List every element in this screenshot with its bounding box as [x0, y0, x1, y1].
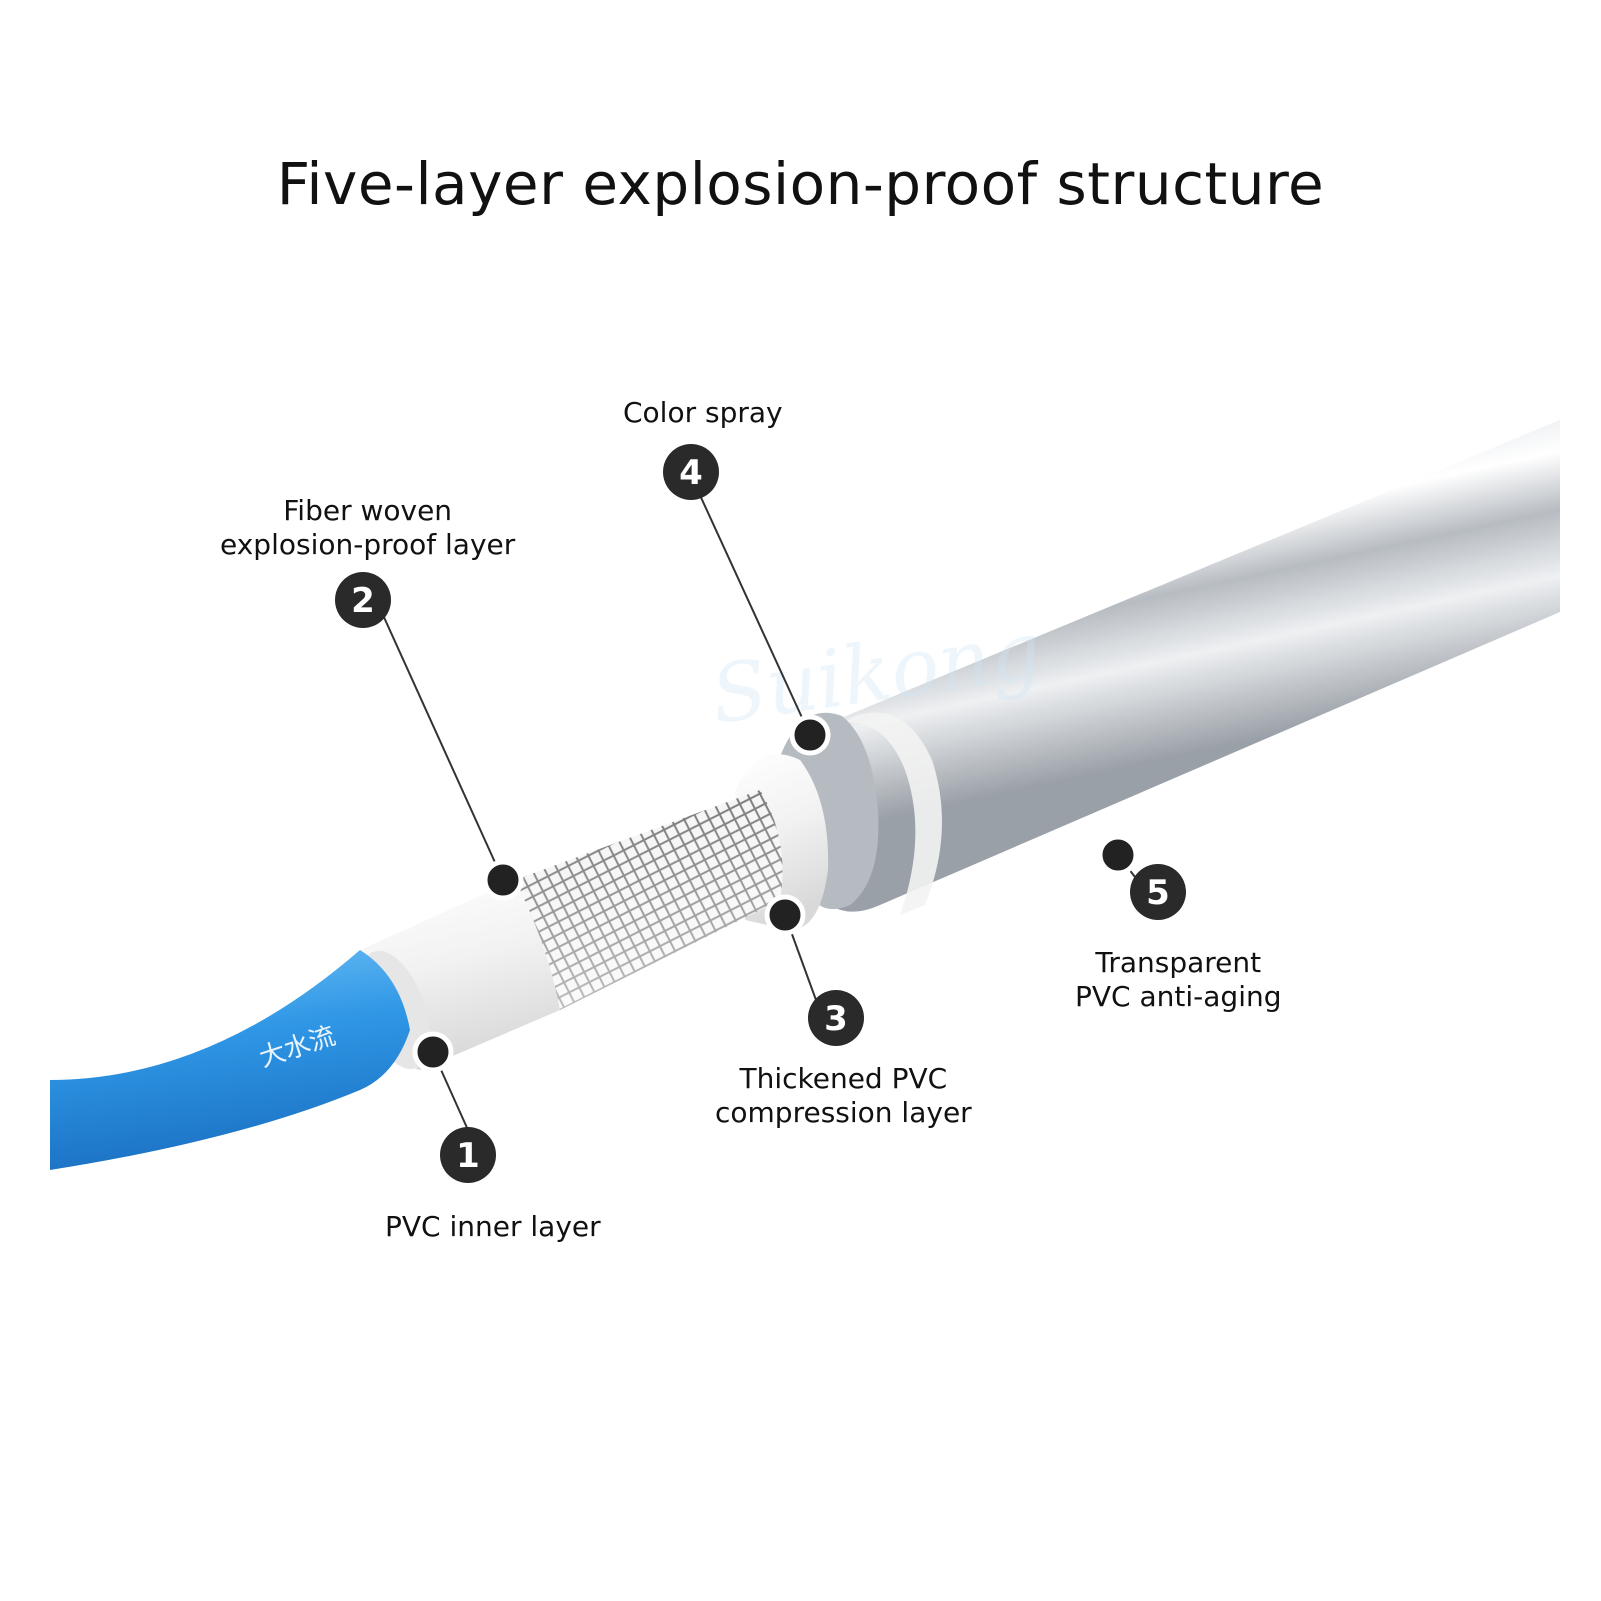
badge-1-number: 1: [456, 1136, 480, 1176]
label-layer-2: Fiber woven explosion-proof layer: [220, 494, 516, 561]
inner-blue-core: [50, 950, 410, 1170]
label-layer-3: Thickened PVC compression layer: [715, 1062, 972, 1129]
badge-2-number: 2: [351, 581, 375, 621]
layer-5-outer-tube: [796, 420, 1560, 912]
layer-5-rim: [845, 712, 942, 915]
badge-1: 1: [440, 1127, 496, 1183]
badge-4-number: 4: [679, 453, 703, 493]
leader-line-4: [692, 479, 811, 736]
anchor-dots: [412, 714, 1139, 1073]
leader-line-2: [377, 603, 504, 881]
badge-3-number: 3: [824, 999, 848, 1039]
badge-3: 3: [808, 990, 864, 1046]
badge-4: 4: [663, 444, 719, 500]
badge-2: 2: [335, 572, 391, 628]
badge-5: 5: [1130, 864, 1186, 920]
label-layer-5: Transparent PVC anti-aging: [1075, 946, 1282, 1013]
label-layer-1: PVC inner layer: [385, 1210, 601, 1243]
label-layer-4: Color spray: [623, 396, 783, 429]
badge-5-number: 5: [1146, 873, 1170, 913]
page-title: Five-layer explosion-proof structure: [276, 150, 1325, 218]
